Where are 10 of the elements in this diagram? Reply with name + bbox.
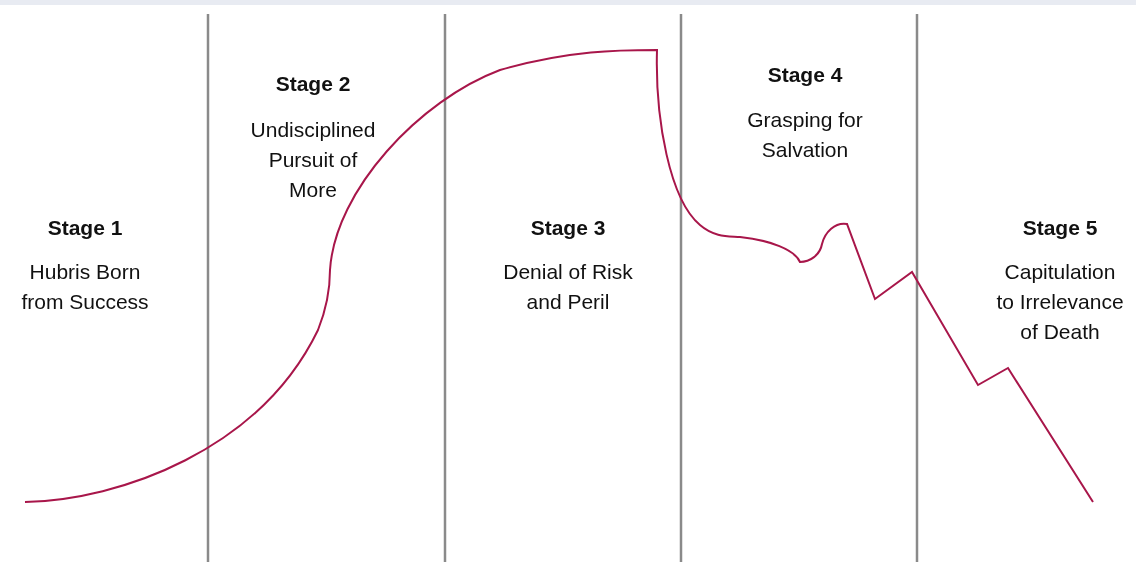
stage-description: Hubris Born from Success: [20, 259, 150, 315]
stage-description: Undisciplined Pursuit of More: [249, 117, 377, 203]
stage-heading: Stage 4: [766, 62, 844, 88]
stage-heading: Stage 1: [46, 215, 124, 241]
stage-description: Denial of Risk and Peril: [502, 259, 634, 315]
stage-description: Capitulation to Irrelevance of Death: [995, 259, 1125, 345]
stage-heading: Stage 3: [529, 215, 607, 241]
stage-description: Grasping for Salvation: [746, 107, 864, 163]
stage-heading: Stage 5: [1021, 215, 1099, 241]
stage-heading: Stage 2: [274, 71, 352, 97]
